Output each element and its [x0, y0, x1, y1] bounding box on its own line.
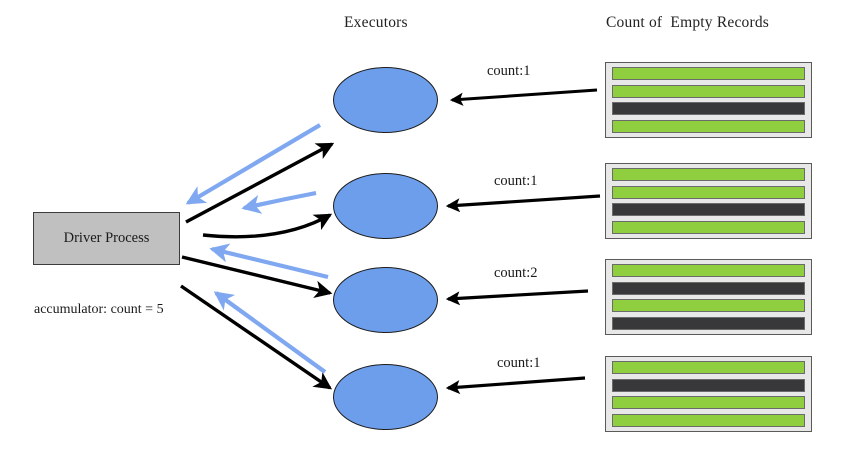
record-block-1	[605, 62, 812, 138]
arrow-executor-2-to-driver	[241, 190, 317, 214]
record-row	[612, 378, 805, 392]
record-row	[612, 299, 805, 313]
driver-process-node: Driver Process	[33, 212, 180, 265]
arrow-driver-to-executor-3	[181, 255, 333, 298]
record-row	[612, 185, 805, 199]
arrow-records-2-to-executor-2	[445, 194, 601, 213]
record-row	[612, 281, 805, 295]
executor-node-4	[333, 364, 438, 430]
count-label-4: count:1	[497, 355, 541, 371]
executor-node-2	[333, 173, 438, 239]
record-row	[612, 168, 805, 181]
record-row	[612, 413, 805, 427]
record-block-2	[605, 163, 812, 239]
count-label-2: count:1	[494, 173, 538, 189]
record-row	[612, 102, 805, 116]
arrow-driver-to-executor-1	[185, 142, 335, 224]
record-row	[612, 264, 805, 277]
arrow-executor-1-to-driver	[185, 123, 322, 205]
arrow-records-3-to-executor-3	[445, 289, 589, 306]
arrow-driver-to-executor-2	[202, 213, 333, 239]
arrow-records-4-to-executor-4	[445, 376, 586, 395]
record-row	[612, 84, 805, 98]
arrow-executor-4-to-driver	[213, 291, 327, 374]
record-row	[612, 396, 805, 410]
arrow-driver-to-executor-4	[180, 284, 333, 390]
accumulator-value-label: accumulator: count = 5	[34, 302, 164, 317]
driver-process-label: Driver Process	[63, 230, 150, 246]
record-row	[612, 203, 805, 217]
record-row	[612, 220, 805, 234]
record-row	[612, 361, 805, 374]
executor-node-1	[333, 67, 438, 133]
executor-node-3	[333, 267, 438, 333]
arrow-records-1-to-executor-1	[449, 88, 598, 106]
record-row	[612, 67, 805, 80]
arrow-executor-3-to-driver	[209, 243, 329, 280]
record-row	[612, 119, 805, 133]
executors-column-title: Executors	[344, 14, 408, 31]
count-label-1: count:1	[487, 63, 531, 79]
count-label-3: count:2	[494, 265, 538, 281]
record-row	[612, 316, 805, 330]
records-column-title: Count of Empty Records	[606, 14, 770, 31]
record-block-4	[605, 356, 812, 432]
record-block-3	[605, 259, 812, 335]
